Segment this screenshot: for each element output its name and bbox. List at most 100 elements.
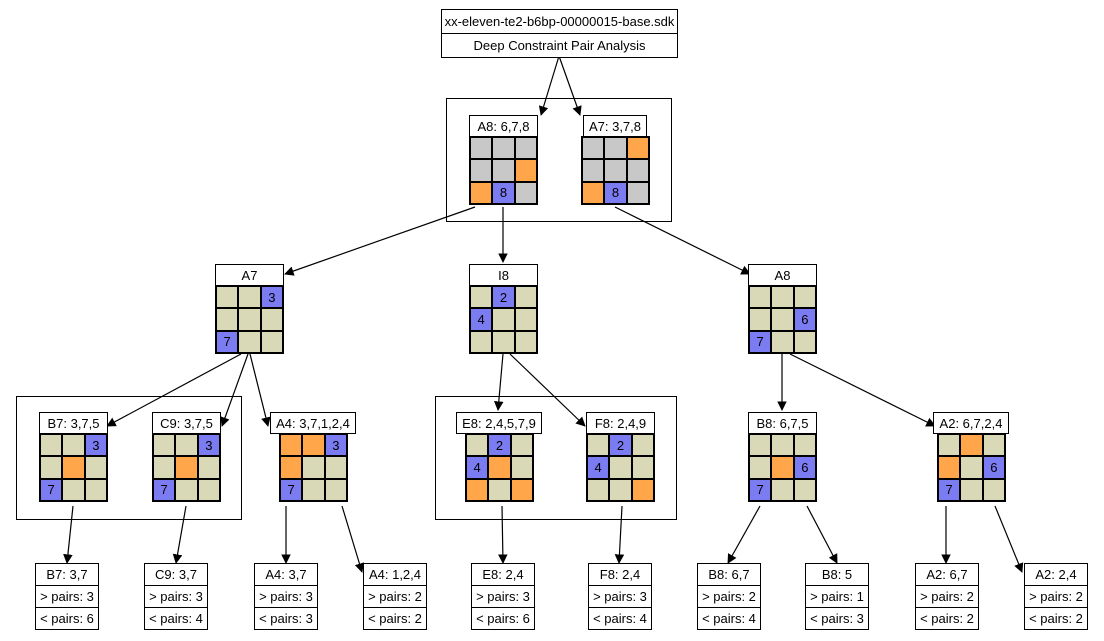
leaf-node: B8: 5 > pairs: 1< pairs: 3 (805, 563, 869, 630)
grid-cell (793, 478, 816, 501)
grid-cell (514, 159, 537, 182)
grid-cell (982, 478, 1005, 501)
leaf-more: > pairs: 3 (255, 585, 317, 607)
grid-cell (626, 181, 649, 204)
leaf-node: B7: 3,7 > pairs: 3< pairs: 6 (35, 563, 99, 630)
leaf-more: > pairs: 3 (472, 585, 534, 607)
grid-cell (238, 330, 261, 353)
leaf-node: F8: 2,4> pairs: 3< pairs: 4 (588, 563, 652, 630)
grid-cell (216, 308, 239, 331)
leaf-less: < pairs: 3 (255, 607, 317, 629)
grid-cell: 3 (260, 286, 283, 309)
leaf-title: F8: 2,4 (599, 567, 641, 582)
grid-cell (280, 434, 303, 457)
grid-cell (514, 330, 537, 353)
grid-cell: 4 (466, 456, 489, 479)
grid-cell (749, 434, 772, 457)
grid-cell (492, 159, 515, 182)
leaf-title: B8: 5 (821, 567, 853, 582)
grid-cell (302, 456, 325, 479)
grid-cell (40, 434, 63, 457)
grid-cell (153, 434, 176, 457)
leaf-node: A4: 3,7 > pairs: 3< pairs: 3 (254, 563, 318, 630)
leaf-title: B8: 6,7 (708, 567, 750, 582)
leaf-node: A2: 2,4> pairs: 2< pairs: 2 (1024, 563, 1088, 630)
grid-cell (260, 330, 283, 353)
grid-cell (771, 286, 794, 309)
grid-cell (62, 478, 85, 501)
leaf-node: B8: 6,7> pairs: 2< pairs: 4 (697, 563, 761, 630)
leaf-less: < pairs: 4 (145, 607, 207, 629)
leaf-title: A2: 6,7 (926, 567, 968, 582)
edge (220, 353, 249, 427)
grid-cell (62, 456, 85, 479)
leaf-more: > pairs: 1 (806, 585, 868, 607)
leaf-less: < pairs: 3 (806, 607, 868, 629)
grid-cell (488, 456, 511, 479)
grid-cell: 8 (604, 181, 627, 204)
edge (63, 505, 74, 564)
leaf-title: B7: 3,7 (46, 567, 88, 582)
grid-cell (216, 286, 239, 309)
leaf-less: < pairs: 6 (472, 607, 534, 629)
grid-cell (510, 434, 533, 457)
grid-cell (324, 456, 347, 479)
grid-cell (771, 330, 794, 353)
grid-cell (153, 456, 176, 479)
grid-cell (587, 434, 610, 457)
grid-cell (604, 137, 627, 160)
grid-cell (197, 478, 220, 501)
edge (172, 505, 187, 564)
leaf-more: > pairs: 2 (916, 585, 978, 607)
board-label: B7: 3,7,5 (39, 412, 108, 434)
grid-cell: 7 (749, 330, 772, 353)
grid-cell: 7 (280, 478, 303, 501)
grid-cell (488, 478, 511, 501)
board-label: A2: 6,7,2,4 (933, 412, 1009, 434)
grid-cell (260, 308, 283, 331)
leaf-title: A2: 2,4 (1035, 567, 1077, 582)
edge (284, 206, 476, 276)
grid-cell (609, 456, 632, 479)
leaf-title: E8: 2,4 (482, 567, 524, 582)
leaf-more: > pairs: 2 (364, 585, 426, 607)
grid-cell (175, 456, 198, 479)
grid-cell (793, 434, 816, 457)
leaf-more: > pairs: 3 (36, 585, 98, 607)
leaf-less: < pairs: 2 (1025, 607, 1087, 629)
leaf-title: A4: 3,7 (265, 567, 307, 582)
board-label: B8: 6,7,5 (748, 412, 817, 434)
grid-cell (40, 456, 63, 479)
edge (614, 206, 751, 275)
grid-cell (938, 434, 961, 457)
leaf-node: A2: 6,7> pairs: 2< pairs: 2 (915, 563, 979, 630)
board-label: C9: 3,7,5 (152, 412, 221, 434)
board-label: E8: 2,4,5,7,9 (456, 412, 542, 434)
cluster-frame (446, 98, 672, 222)
board-label: A4: 3,7,1,2,4 (270, 412, 356, 434)
grid-cell: 3 (197, 434, 220, 457)
grid-cell (238, 286, 261, 309)
root-node: xx-eleven-te2-b6bp-00000015-base.sdk Dee… (441, 9, 678, 58)
grid-cell: 2 (492, 286, 515, 309)
grid-cell (604, 159, 627, 182)
grid-cell (626, 137, 649, 160)
edge (249, 353, 271, 427)
leaf-node: A4: 1,2,4> pairs: 2< pairs: 2 (363, 563, 427, 630)
grid-cell (470, 181, 493, 204)
grid-cell: 3 (84, 434, 107, 457)
grid-cell: 6 (793, 456, 816, 479)
leaf-less: < pairs: 6 (36, 607, 98, 629)
edge (493, 353, 504, 411)
grid-cell (302, 478, 325, 501)
leaf-node: E8: 2,4 > pairs: 3< pairs: 6 (471, 563, 535, 630)
grid-cell (510, 478, 533, 501)
edge (614, 505, 625, 564)
